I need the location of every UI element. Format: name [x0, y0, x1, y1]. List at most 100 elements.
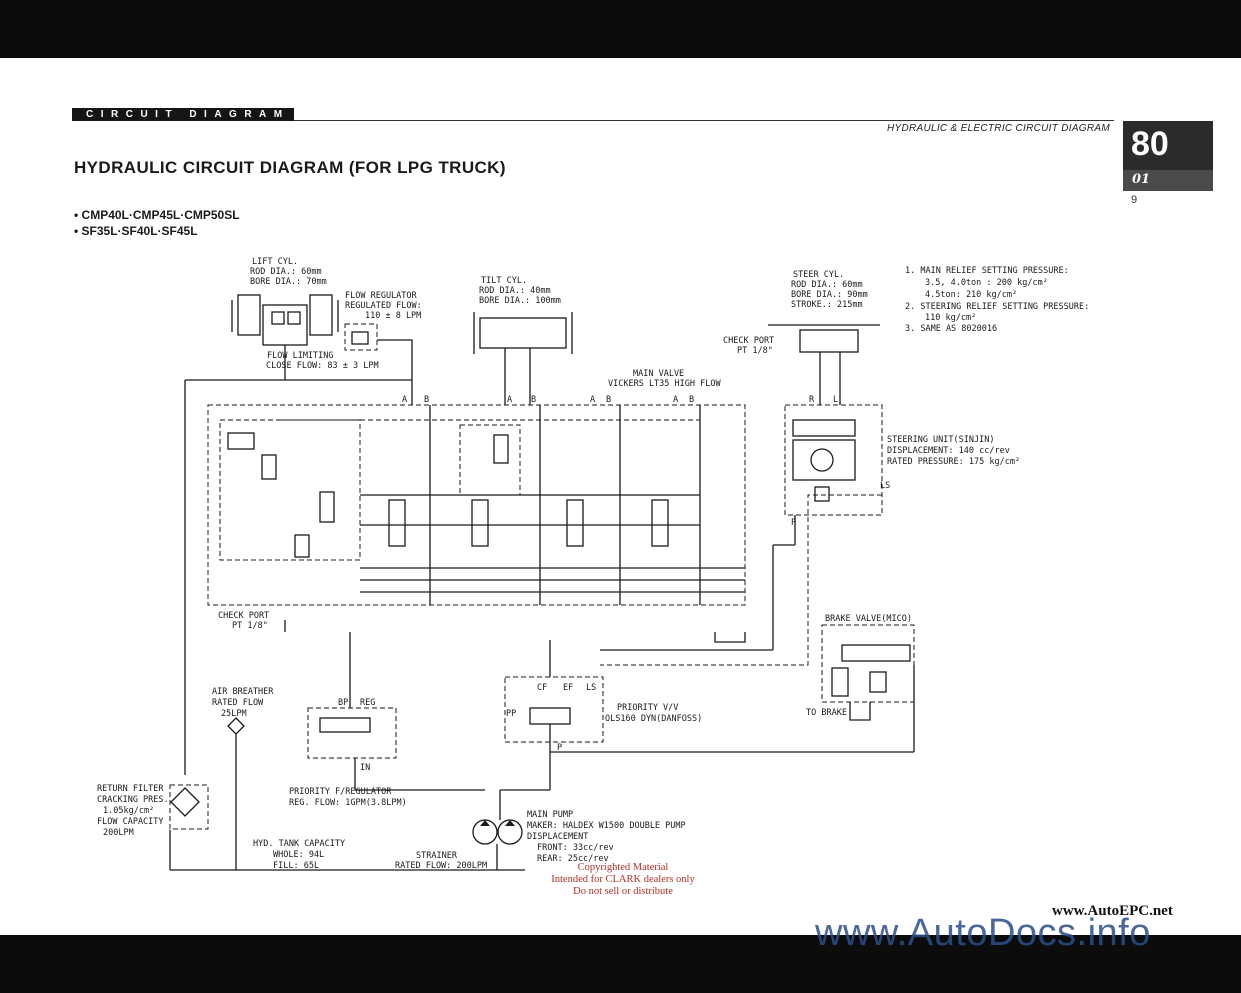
- steering-unit-displacement: DISPLACEMENT: 140 cc/rev: [887, 446, 1010, 456]
- port-b-3: B: [606, 395, 611, 405]
- return-filter-flow: FLOW CAPACITY: [97, 817, 164, 827]
- priority-flow-regulator: [307, 632, 485, 791]
- model-line-2: • SF35L·SF40L·SF45L: [74, 224, 198, 238]
- page-title: HYDRAULIC CIRCUIT DIAGRAM (FOR LPG TRUCK…: [74, 158, 506, 177]
- note-3: 3. SAME AS 8020016: [905, 324, 997, 334]
- section-rule: [294, 120, 1114, 121]
- priority-valve: [499, 640, 914, 820]
- steer-cyl-rod: ROD DIA.: 60mm: [791, 280, 863, 290]
- page-number: 80: [1131, 125, 1169, 163]
- air-breather-label: AIR BREATHER: [212, 687, 274, 697]
- main-valve-model: VICKERS LT35 HIGH FLOW: [608, 379, 721, 389]
- copyright-line-3: Do not sell or distribute: [573, 886, 673, 897]
- hyd-tank-fill: FILL: 65L: [273, 861, 319, 871]
- air-breather-value: 25LPM: [221, 709, 247, 719]
- port-cf: CF: [537, 683, 547, 693]
- port-b-1: B: [424, 395, 429, 405]
- port-pp: PP: [506, 709, 516, 719]
- note-1b: 4.5ton: 210 kg/cm²: [925, 290, 1017, 300]
- page-sub-number: 01: [1132, 172, 1151, 187]
- check-port-left-size: PT 1/8": [232, 621, 268, 631]
- return-filter-cracking: CRACKING PRES.: [97, 795, 169, 805]
- brake-valve-label: BRAKE VALVE(MICO): [825, 614, 912, 624]
- main-valve: [184, 379, 746, 775]
- return-filter-cracking-value: 1.05kg/cm²: [103, 806, 154, 816]
- page-small-number: 9: [1131, 194, 1138, 206]
- lift-cylinder: [231, 294, 339, 380]
- flow-limiting-label: FLOW LIMITING: [267, 351, 334, 361]
- tilt-cylinder: [473, 312, 573, 405]
- copyright-notice: Copyrighted Material Intended for CLARK …: [548, 862, 698, 898]
- check-port-left-label: CHECK PORT: [218, 611, 269, 621]
- priority-vv-label: PRIORITY V/V: [617, 703, 678, 713]
- steering-unit: [600, 404, 883, 666]
- main-pump-displacement: DISPLACEMENT: [527, 832, 588, 842]
- steering-unit-pressure: RATED PRESSURE: 175 kg/cm²: [887, 457, 1020, 467]
- steer-cyl-bore: BORE DIA.: 90mm: [791, 290, 868, 300]
- strainer-flow: RATED FLOW: 200LPM: [395, 861, 487, 871]
- flow-regulator-value: 110 ± 8 LPM: [365, 311, 421, 321]
- flow-limiting-value: CLOSE FLOW: 83 ± 3 LPM: [266, 361, 379, 371]
- tilt-cyl-label: TILT CYL.: [481, 276, 527, 286]
- port-bp: BP: [338, 698, 348, 708]
- bottom-bar: [0, 935, 1241, 993]
- main-pump-label: MAIN PUMP: [527, 810, 573, 820]
- air-breather: [227, 717, 245, 870]
- lift-cyl-bore: BORE DIA.: 70mm: [250, 277, 327, 287]
- check-port-top-size: PT 1/8": [737, 346, 773, 356]
- lift-cyl-rod: ROD DIA.: 60mm: [250, 267, 322, 277]
- port-l: L: [833, 395, 838, 405]
- note-1a: 3.5, 4.0ton : 200 kg/cm²: [925, 278, 1048, 288]
- port-p-priority: P: [557, 743, 562, 753]
- port-a-4: A: [673, 395, 678, 405]
- header-caption: HYDRAULIC & ELECTRIC CIRCUIT DIAGRAM: [886, 123, 1110, 134]
- air-breather-rated: RATED FLOW: [212, 698, 264, 708]
- port-in: IN: [360, 763, 370, 773]
- main-pump: [472, 819, 523, 870]
- top-bar: [0, 0, 1241, 58]
- steer-cylinder: [768, 324, 880, 405]
- lift-cyl-label: LIFT CYL.: [252, 257, 298, 267]
- main-pump-front: FRONT: 33cc/rev: [537, 843, 614, 853]
- brake-valve: [821, 624, 915, 752]
- port-a-1: A: [402, 395, 407, 405]
- port-r: R: [809, 395, 815, 405]
- hyd-tank-whole: WHOLE: 94L: [273, 850, 324, 860]
- section-label: CIRCUIT DIAGRAM: [72, 108, 294, 121]
- priority-freg-label: PRIORITY F/REGULATOR: [289, 787, 392, 797]
- copyright-line-2: Intended for CLARK dealers only: [551, 874, 695, 885]
- port-ef: EF: [563, 683, 573, 693]
- port-b-2: B: [531, 395, 536, 405]
- tilt-cyl-rod: ROD DIA.: 40mm: [479, 286, 551, 296]
- autodocs-watermark: www.AutoDocs.info: [815, 912, 1151, 954]
- main-pump-rear: REAR: 25cc/rev: [537, 854, 609, 864]
- priority-vv-model: OLS160 DYN(DANFOSS): [605, 714, 702, 724]
- note-2a: 110 kg/cm²: [925, 313, 976, 323]
- tank-return: [284, 620, 746, 643]
- flow-regulator-label: FLOW REGULATOR: [345, 291, 418, 301]
- port-a-3: A: [590, 395, 595, 405]
- strainer-label: STRAINER: [416, 851, 458, 861]
- return-filter-flow-value: 200LPM: [103, 828, 134, 838]
- priority-freg-flow: REG. FLOW: 1GPM(3.8LPM): [289, 798, 407, 808]
- port-ls-steering: LS: [880, 481, 890, 491]
- port-a-2: A: [507, 395, 512, 405]
- tilt-cyl-bore: BORE DIA.: 100mm: [479, 296, 561, 306]
- to-brake-label: TO BRAKE: [806, 708, 847, 718]
- copyright-line-1: Copyrighted Material: [577, 862, 669, 873]
- autoepc-site: www.AutoEPC.net: [1052, 903, 1173, 919]
- model-line-1: • CMP40L·CMP45L·CMP50SL: [74, 208, 240, 222]
- flow-regulator: [344, 323, 413, 405]
- port-p-steering: P: [791, 518, 796, 528]
- check-port-top-label: CHECK PORT: [723, 336, 774, 346]
- return-filter-label: RETURN FILTER: [97, 784, 164, 794]
- hyd-tank-label: HYD. TANK CAPACITY: [253, 839, 345, 849]
- note-1: 1. MAIN RELIEF SETTING PRESSURE:: [905, 266, 1069, 276]
- main-pump-maker: MAKER: HALDEX W1500 DOUBLE PUMP: [527, 821, 686, 831]
- return-filter: [169, 784, 525, 871]
- port-ls-priority: LS: [586, 683, 596, 693]
- port-b-4: B: [689, 395, 694, 405]
- port-reg: REG: [360, 698, 375, 708]
